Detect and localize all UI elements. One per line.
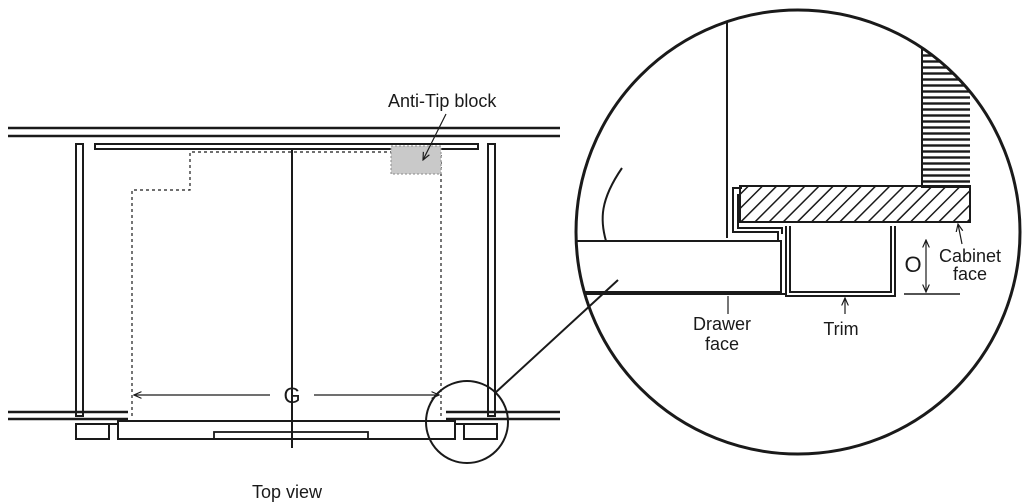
detail-trim-inner	[789, 226, 892, 293]
anti-tip-block	[390, 145, 442, 175]
back-recess	[94, 143, 479, 150]
detail-magnifier-circle	[574, 8, 1022, 456]
right-trim-return	[455, 423, 465, 439]
cabinet-face-leader	[958, 224, 962, 245]
cabinet-face-label-line2: face	[953, 264, 987, 284]
appliance-outline	[131, 151, 442, 416]
offset-label: O	[904, 252, 921, 277]
right-side-wall	[487, 143, 496, 417]
detail-connector-1	[494, 279, 619, 394]
detail-drawer-curve	[601, 167, 623, 242]
gap-label: G	[283, 383, 300, 408]
left-trim	[75, 423, 110, 440]
detail-view	[574, 8, 1022, 456]
drawer-face-label-line1: Drawer	[693, 314, 751, 334]
left-trim-return	[108, 423, 118, 439]
trim-label: Trim	[823, 319, 858, 339]
top-view-label: Top view	[252, 482, 323, 502]
left-side-wall	[75, 143, 84, 417]
anti-tip-leader	[423, 113, 447, 160]
detail-drawer-face	[576, 240, 782, 293]
detail-cabinet-face	[739, 185, 971, 223]
right-trim	[463, 423, 498, 440]
drawer-handle	[213, 431, 369, 440]
top-view-drawing	[8, 113, 619, 464]
drawer-face-label-line2: face	[705, 334, 739, 354]
detail-trim-profile	[732, 187, 896, 297]
anti-tip-block-label: Anti-Tip block	[388, 91, 497, 111]
drawer-face-panel	[117, 420, 456, 440]
cabinet-face-label-line1: Cabinet	[939, 246, 1001, 266]
detail-callout-circle	[425, 380, 509, 464]
